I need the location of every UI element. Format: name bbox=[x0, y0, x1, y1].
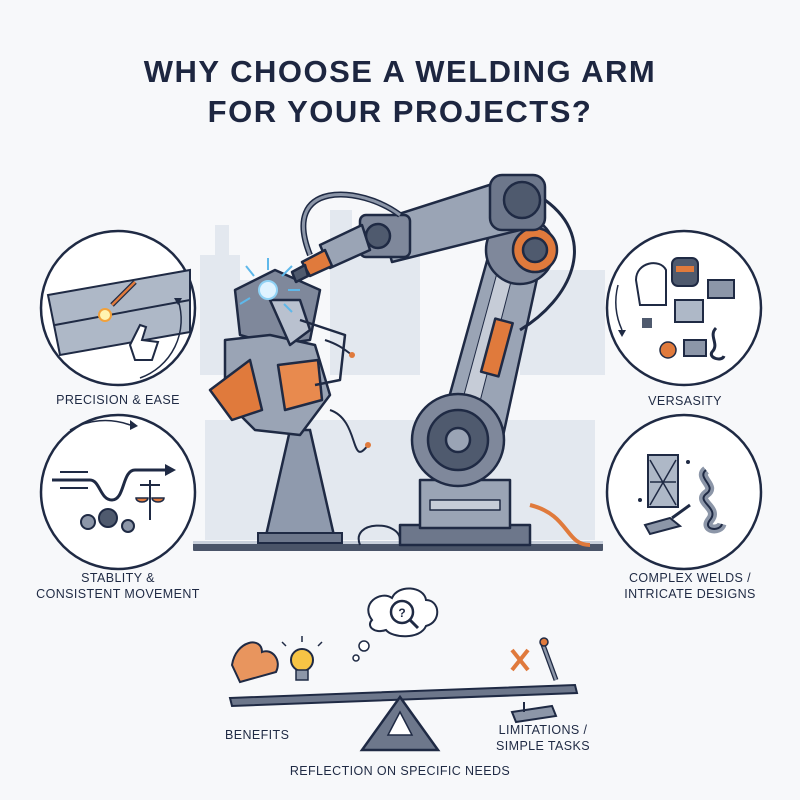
label-reflection: REFLECTION ON SPECIFIC NEEDS bbox=[289, 764, 511, 778]
complex-welds-illustration bbox=[605, 413, 763, 571]
label-stability-line-1: STABLITY & bbox=[81, 571, 155, 585]
weld-spark bbox=[239, 258, 300, 313]
label-versatility: VERSASITY bbox=[648, 394, 722, 408]
label-complex-line-1: COMPLEX WELDS / bbox=[629, 571, 751, 585]
label-stability-line-2: CONSISTENT MOVEMENT bbox=[36, 587, 200, 601]
versatility-illustration bbox=[605, 229, 763, 387]
metal-workpiece bbox=[208, 268, 347, 437]
label-limitations-line-1: LIMITATIONS / bbox=[498, 723, 588, 737]
question-mark: ? bbox=[398, 606, 405, 620]
stability-illustration bbox=[39, 413, 197, 571]
label-stability: STABLITY & CONSISTENT MOVEMENT bbox=[18, 570, 218, 602]
precision-illustration bbox=[39, 229, 197, 387]
page-title: WHY CHOOSE A WELDING ARM FOR YOUR PROJEC… bbox=[0, 52, 800, 132]
title-line-1: WHY CHOOSE A WELDING ARM bbox=[143, 54, 657, 89]
label-complex-line-2: INTRICATE DESIGNS bbox=[624, 587, 756, 601]
robotic-welding-arm bbox=[290, 173, 559, 547]
label-precision-ease: PRECISION & EASE bbox=[56, 393, 180, 407]
workbench bbox=[193, 543, 603, 551]
title-line-2: FOR YOUR PROJECTS? bbox=[207, 94, 593, 129]
label-benefits: BENEFITS bbox=[225, 728, 290, 742]
label-complex-welds: COMPLEX WELDS / INTRICATE DESIGNS bbox=[600, 570, 780, 602]
label-limitations: LIMITATIONS / SIMPLE TASKS bbox=[478, 722, 608, 754]
label-limitations-line-2: SIMPLE TASKS bbox=[496, 739, 590, 753]
balance-illustration: ? bbox=[228, 587, 579, 752]
